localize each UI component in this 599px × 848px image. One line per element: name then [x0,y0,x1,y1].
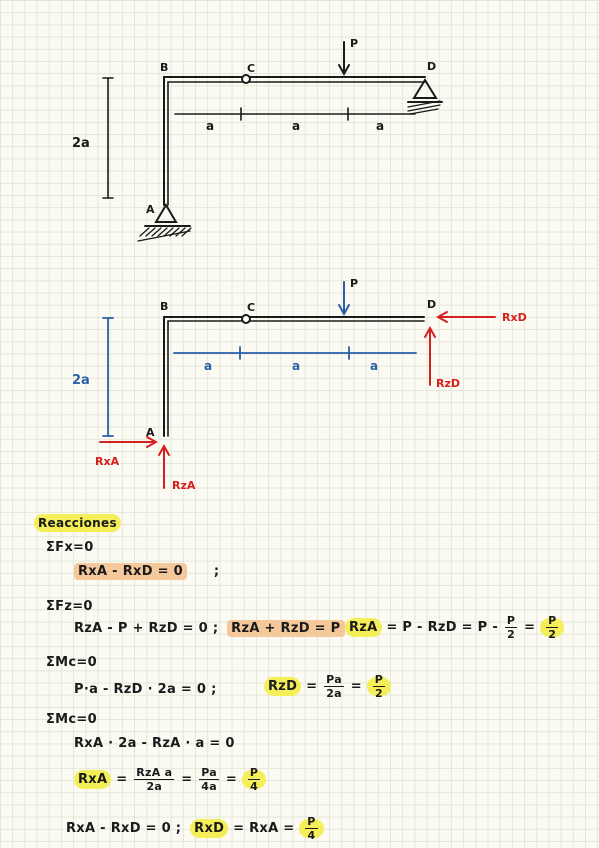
diagram-2-labels: B C D A P 2a a a a RxD RzD RxA RzA [72,277,527,492]
mc2-equals-1: = [116,772,128,787]
label-d-1: D [427,60,436,73]
sum-fx-title: ΣFx=0 [46,540,94,555]
label-rzd: RzD [436,377,460,390]
sum-mc-title-2: ΣMc=0 [46,712,97,727]
fz-equation-1: RzA - P + RzD = 0 ; [74,621,219,636]
diagram-1 [102,41,443,242]
dim-seg2-1: a [292,119,300,133]
reaction-rxd-arrowhead [435,311,448,323]
dim-height-2: 2a [72,373,90,388]
dim-seg3-1: a [376,119,384,133]
support-a-triangle [154,203,178,223]
label-rza: RzA [172,479,196,492]
label-c-2: C [247,301,255,314]
dim-seg3-2: a [370,359,378,373]
label-rxa: RxA [95,455,120,468]
fx-equation: RxA - RxD = 0 [74,563,187,580]
load-p-arrowhead-2 [338,304,350,317]
dim-seg1-1: a [206,119,214,133]
mc1-lhs: RzD [264,677,302,696]
last-mid: = RxA = [233,821,295,836]
fz-equation-2: RzA + RzD = P [227,620,345,637]
load-p-arrowhead [338,64,350,77]
support-d-triangle [412,78,438,99]
hinge-c [241,74,251,84]
heading-reacciones: Reacciones [34,514,121,532]
mc2-equation: RxA · 2a - RzA · a = 0 [74,736,235,751]
reaction-rxa-arrowhead [146,436,159,448]
label-p-1: P [350,37,358,50]
mc1-equals-2: = [350,679,362,694]
reaction-rza-arrowhead [158,443,170,456]
fz-result-mid: = P - RzD = P - [386,620,499,635]
reactions [99,311,496,489]
sum-mc-title-1: ΣMc=0 [46,655,97,670]
label-rxd: RxD [502,311,527,324]
last-equation: RxA - RxD = 0 ; [66,821,182,836]
last-lhs: RxD [190,819,229,838]
mc2-lhs: RxA [74,770,112,789]
label-p-2: P [350,277,358,290]
mc2-equals-3: = [225,772,238,787]
dim-height-1: 2a [72,136,90,151]
support-d-hatch [407,100,441,115]
label-b-1: B [160,61,168,74]
diagram-2 [163,281,425,437]
mc2-equals-2: = [181,772,193,787]
reaction-rzd-arrowhead [424,325,436,338]
support-a-hatch [137,227,192,242]
sum-fz-title: ΣFz=0 [46,599,93,614]
dim-seg1-2: a [204,359,212,373]
fx-separator: ; [213,564,220,579]
diagram-2-dimensions [102,317,417,437]
fz-result-equals: = [524,620,536,635]
label-a-1: A [146,203,155,216]
mc1-equals-1: = [306,679,318,694]
hinge-c-2 [241,314,251,324]
label-b-2: B [160,300,168,313]
dim-seg2-2: a [292,359,300,373]
label-a-2: A [146,426,155,439]
fz-result-lhs: RzA [345,618,382,637]
diagram-1-labels: B C D A P 2a a a a [72,37,436,216]
label-c-1: C [247,62,255,75]
label-d-2: D [427,298,436,311]
mc1-equation: P·a - RzD · 2a = 0 ; [74,682,217,697]
